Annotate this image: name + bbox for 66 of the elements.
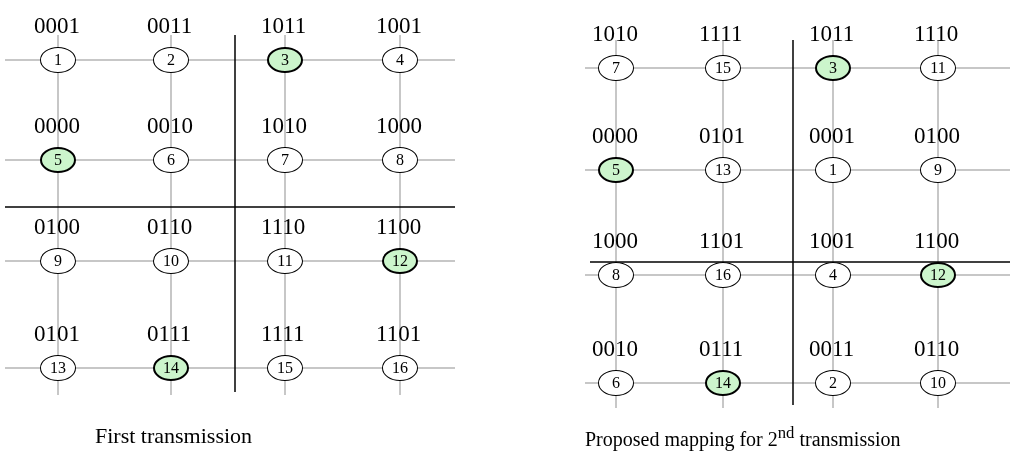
constellation-point: 8 bbox=[598, 262, 634, 288]
constellation-point: 10 bbox=[153, 248, 189, 274]
caption: Proposed mapping for 2$^{nd}$ transmission bbox=[585, 425, 901, 449]
bit-label: 0110 bbox=[914, 337, 960, 360]
constellation-point: 13 bbox=[40, 355, 76, 381]
bit-label: 1100 bbox=[376, 215, 422, 238]
constellation-point: 5 bbox=[598, 157, 634, 183]
bit-label: 1010 bbox=[261, 114, 307, 137]
bit-label: 0001 bbox=[34, 14, 80, 37]
bit-label: 0000 bbox=[34, 114, 80, 137]
constellation-point: 12 bbox=[920, 262, 956, 288]
bit-label: 0010 bbox=[147, 114, 193, 137]
bit-label: 0011 bbox=[147, 14, 193, 37]
constellation-point: 14 bbox=[153, 355, 189, 381]
constellation-point: 5 bbox=[40, 147, 76, 173]
constellation-point: 3 bbox=[267, 47, 303, 73]
bit-label: 1000 bbox=[592, 229, 638, 252]
caption: First transmission bbox=[95, 425, 253, 447]
constellation-point: 10 bbox=[920, 370, 956, 396]
constellation-point: 6 bbox=[153, 147, 189, 173]
bit-label: 0010 bbox=[592, 337, 638, 360]
constellation-point: 7 bbox=[267, 147, 303, 173]
constellation-point: 11 bbox=[920, 55, 956, 81]
constellation-point: 13 bbox=[705, 157, 741, 183]
constellation-point: 4 bbox=[382, 47, 418, 73]
bit-label: 1001 bbox=[809, 229, 855, 252]
bit-label: 0101 bbox=[34, 322, 80, 345]
bit-label: 0001 bbox=[809, 124, 855, 147]
constellation-point: 1 bbox=[815, 157, 851, 183]
bit-label: 1110 bbox=[261, 215, 306, 238]
bit-label: 0111 bbox=[699, 337, 744, 360]
bit-label: 1101 bbox=[376, 322, 422, 345]
constellation-point: 2 bbox=[153, 47, 189, 73]
bit-label: 1011 bbox=[809, 22, 855, 45]
constellation-point: 14 bbox=[705, 370, 741, 396]
constellation-point: 8 bbox=[382, 147, 418, 173]
constellation-point: 11 bbox=[267, 248, 303, 274]
bit-label: 0011 bbox=[809, 337, 855, 360]
constellation-point: 3 bbox=[815, 55, 851, 81]
constellation-point: 1 bbox=[40, 47, 76, 73]
bit-label: 1100 bbox=[914, 229, 960, 252]
constellation-point: 15 bbox=[705, 55, 741, 81]
constellation-point: 4 bbox=[815, 262, 851, 288]
bit-label: 1001 bbox=[376, 14, 422, 37]
bit-label: 1111 bbox=[261, 322, 305, 345]
bit-label: 0100 bbox=[34, 215, 80, 238]
bit-label: 0110 bbox=[147, 215, 193, 238]
bit-label: 1110 bbox=[914, 22, 959, 45]
bit-label: 1011 bbox=[261, 14, 307, 37]
constellation-point: 16 bbox=[705, 262, 741, 288]
bit-label: 1111 bbox=[699, 22, 743, 45]
bit-label: 0111 bbox=[147, 322, 192, 345]
constellation-point: 16 bbox=[382, 355, 418, 381]
constellation-point: 9 bbox=[920, 157, 956, 183]
constellation-point: 12 bbox=[382, 248, 418, 274]
bit-label: 1000 bbox=[376, 114, 422, 137]
bit-label: 0101 bbox=[699, 124, 745, 147]
constellation-point: 15 bbox=[267, 355, 303, 381]
constellation-point: 6 bbox=[598, 370, 634, 396]
bit-label: 1010 bbox=[592, 22, 638, 45]
constellation-point: 9 bbox=[40, 248, 76, 274]
bit-label: 0000 bbox=[592, 124, 638, 147]
bit-label: 0100 bbox=[914, 124, 960, 147]
bit-label: 1101 bbox=[699, 229, 745, 252]
constellation-point: 2 bbox=[815, 370, 851, 396]
constellation-point: 7 bbox=[598, 55, 634, 81]
